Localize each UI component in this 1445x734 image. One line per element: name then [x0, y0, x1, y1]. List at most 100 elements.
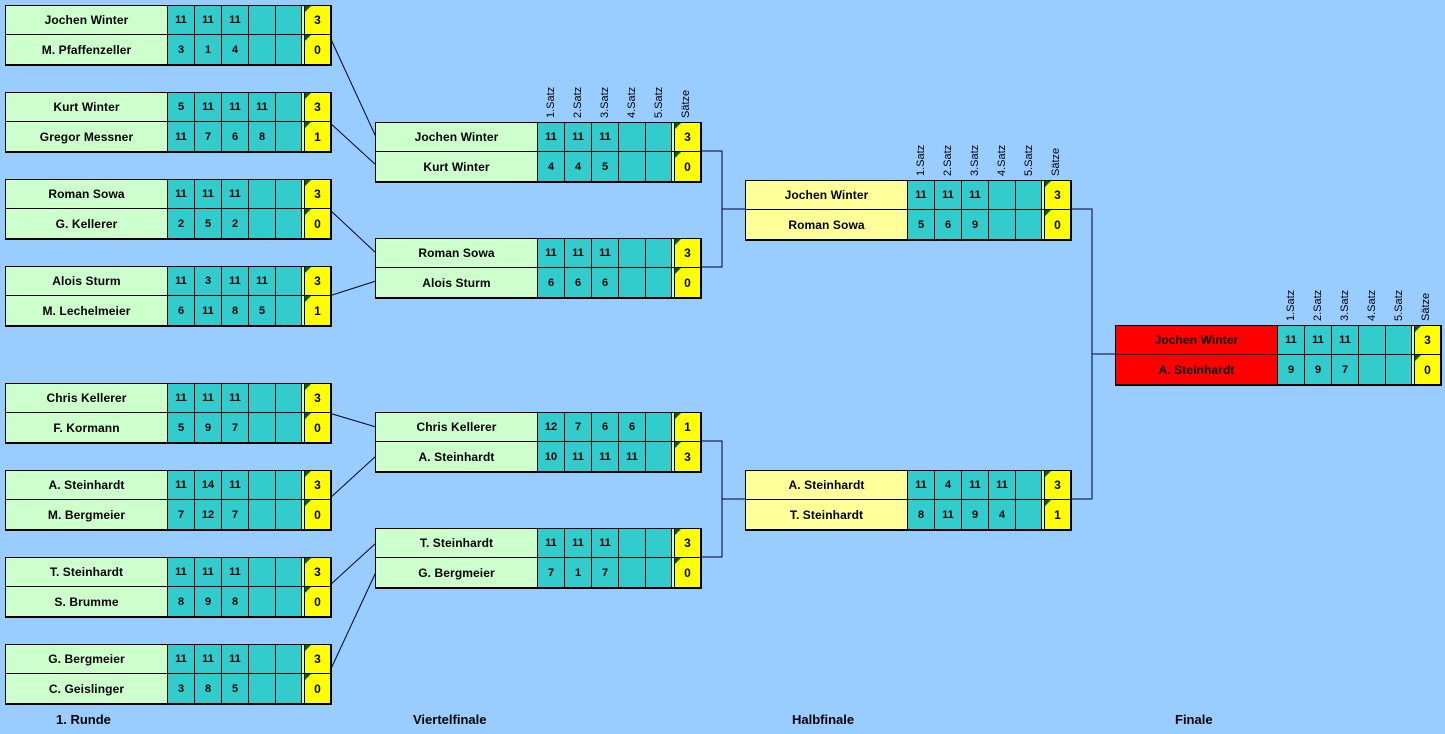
set-score-4 — [619, 529, 646, 557]
set-score-3: 6 — [222, 122, 249, 151]
set-score-1: 11 — [538, 529, 565, 557]
player-name: A. Steinhardt — [376, 442, 538, 471]
set-score-3: 7 — [222, 413, 249, 442]
sets-won-total: 3 — [1045, 471, 1070, 499]
set-score-1: 11 — [168, 558, 195, 586]
set-score-2: 11 — [935, 500, 962, 529]
set-score-3: 4 — [222, 35, 249, 64]
player-name: Jochen Winter — [746, 181, 908, 209]
corner-marker-icon — [1045, 210, 1051, 216]
set-header-6: Sätze — [1412, 241, 1439, 321]
corner-marker-icon — [675, 152, 681, 158]
sets-won-total: 0 — [305, 500, 330, 529]
corner-marker-icon — [305, 180, 311, 186]
sets-won-value: 0 — [684, 275, 691, 290]
player-name: G. Kellerer — [6, 209, 168, 238]
set-score-3: 5 — [222, 674, 249, 703]
sets-won-total: 1 — [305, 296, 330, 325]
set-score-1: 3 — [168, 35, 195, 64]
sets-won-total: 3 — [675, 529, 700, 557]
set-score-5 — [646, 413, 672, 441]
set-header-label: 2.Satz — [1311, 289, 1324, 321]
set-score-3: 11 — [222, 471, 249, 499]
separator — [302, 267, 305, 295]
set-score-5 — [646, 123, 672, 151]
sets-won-value: 3 — [314, 187, 321, 201]
player-name: T. Steinhardt — [6, 558, 168, 586]
set-score-5 — [1016, 181, 1042, 209]
player-name: G. Bergmeier — [6, 645, 168, 673]
set-score-3: 11 — [222, 267, 249, 295]
set-header-label: 5.Satz — [1392, 289, 1405, 321]
sets-won-value: 3 — [1054, 188, 1061, 202]
corner-marker-icon — [675, 239, 681, 245]
round-label-quarterfinal: Viertelfinale — [413, 712, 487, 727]
set-header-label: 4.Satz — [995, 144, 1008, 176]
corner-marker-icon — [305, 558, 311, 564]
separator — [302, 6, 305, 34]
set-score-5 — [646, 268, 672, 297]
sets-won-value: 0 — [314, 507, 321, 522]
set-header-5: 5.Satz — [1385, 241, 1412, 321]
set-score-1: 10 — [538, 442, 565, 471]
set-score-3: 11 — [592, 529, 619, 557]
set-header-label: 2.Satz — [571, 86, 584, 118]
corner-marker-icon — [1415, 326, 1421, 332]
set-header-label: Sätze — [679, 89, 692, 118]
set-score-5 — [1016, 471, 1042, 499]
set-score-4 — [619, 558, 646, 587]
set-score-5 — [1386, 355, 1412, 384]
corner-marker-icon — [1415, 355, 1421, 361]
set-score-2: 5 — [195, 209, 222, 238]
sets-won-value: 0 — [684, 159, 691, 174]
separator — [1412, 355, 1415, 384]
sets-won-total: 3 — [305, 180, 330, 208]
set-header-label: 3.Satz — [968, 144, 981, 176]
